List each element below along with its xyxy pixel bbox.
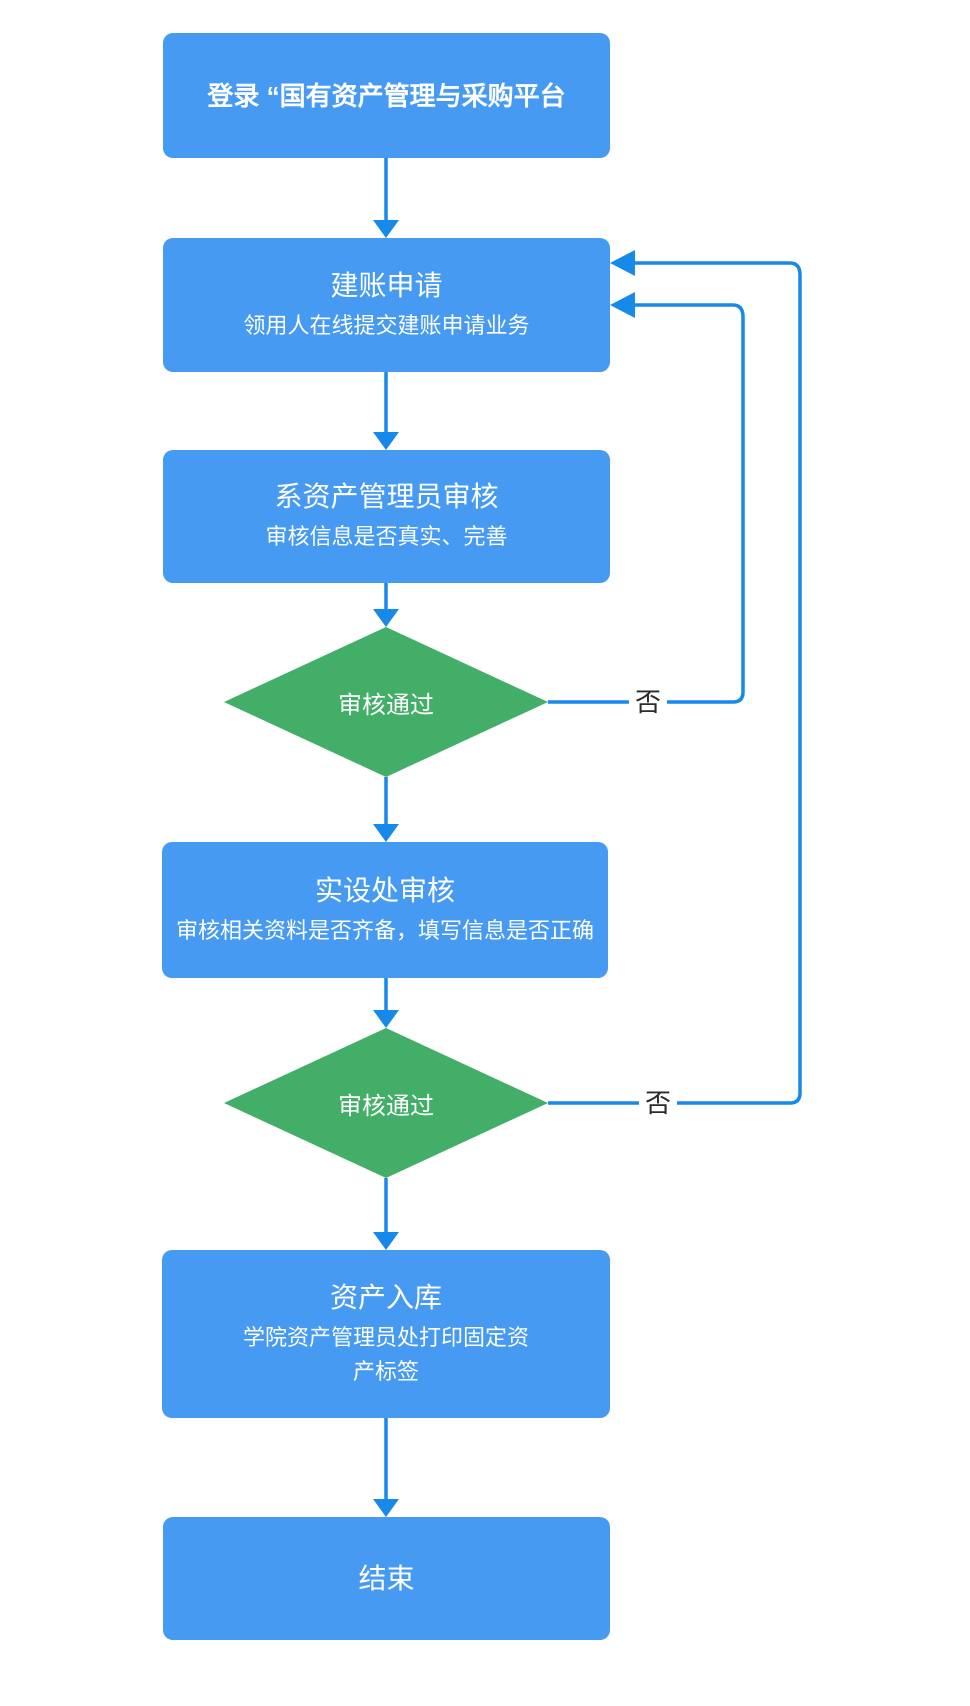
node-office-review-subtitle: 审核相关资料是否齐备，填写信息是否正确	[175, 917, 594, 943]
arrowhead-apply-to-dept-review	[373, 432, 399, 450]
arrowhead-decision1-no-to-apply	[610, 292, 635, 318]
node-end: 结束	[163, 1517, 610, 1640]
node-dept-manager-review: 系资产管理员审核 审核信息是否真实、完善	[163, 450, 610, 583]
node-login-platform: 登录 “国有资产管理与采购平台	[163, 33, 610, 158]
node-office-review-title: 实设处审核	[314, 874, 455, 906]
loop-decision1-no-to-apply	[548, 303, 745, 704]
node-asset-warehouse: 资产入库 学院资产管理员处打印固定资产标签	[162, 1250, 610, 1418]
node-login-platform-title: 登录 “国有资产管理与采购平台	[207, 80, 566, 111]
branch-label-no-1: 否	[628, 687, 668, 717]
branch-label-no-2: 否	[638, 1088, 678, 1118]
arrowhead-decision2-to-warehouse	[373, 1232, 399, 1250]
node-end-title: 结束	[358, 1562, 415, 1594]
node-dept-manager-review-title: 系资产管理员审核	[274, 481, 499, 512]
node-account-apply-subtitle: 领用人在线提交建账申请业务	[243, 312, 530, 338]
node-account-apply-title: 建账申请	[330, 269, 443, 301]
node-account-apply: 建账申请 领用人在线提交建账申请业务	[163, 238, 610, 372]
arrowhead-decision2-no-to-apply	[610, 250, 635, 276]
node-office-review: 实设处审核 审核相关资料是否齐备，填写信息是否正确	[162, 842, 608, 978]
node-dept-manager-review-subtitle: 审核信息是否真实、完善	[265, 524, 508, 549]
arrowhead-decision1-to-office-review	[373, 824, 399, 842]
arrowhead-office-review-to-decision2	[373, 1010, 399, 1028]
decision-review-passed-1-label: 审核通过	[338, 691, 434, 719]
arrowhead-login-to-apply	[373, 220, 399, 238]
node-asset-warehouse-subtitle: 学院资产管理员处打印固定资产标签	[242, 1324, 529, 1384]
arrowhead-dept-review-to-decision1	[373, 609, 399, 627]
decision-review-passed-2-label: 审核通过	[338, 1092, 434, 1120]
loop-decision2-no-to-apply	[548, 261, 802, 1105]
node-asset-warehouse-title: 资产入库	[329, 1281, 442, 1313]
arrowhead-warehouse-to-end	[373, 1499, 399, 1517]
